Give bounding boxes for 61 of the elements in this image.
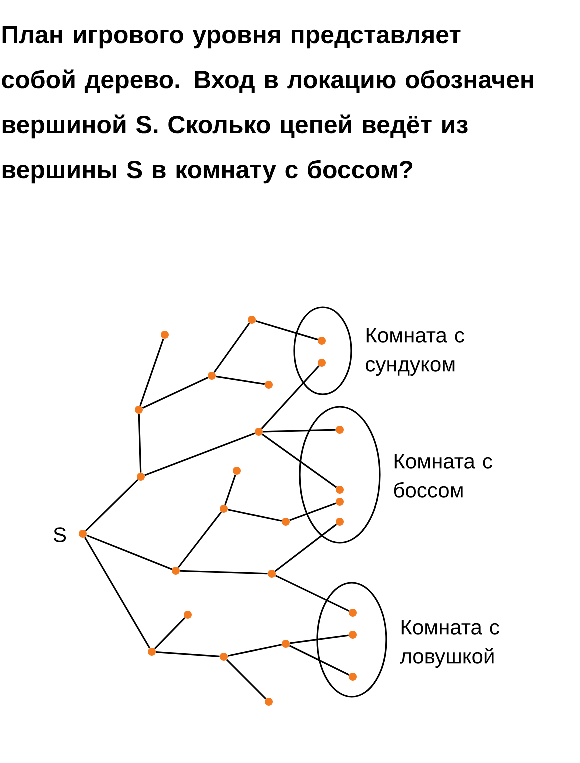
edge-line [216,376,265,386]
vertex-dot [248,316,256,324]
vertex-dot [336,486,344,494]
vertex-dot [137,473,145,481]
vertex-dot [265,698,273,706]
vertex-dot [233,467,241,475]
edge-line [263,429,336,433]
room-ellipse [294,306,352,396]
vertex-dot [161,331,169,339]
vertex-dot [336,498,344,506]
edge-line [275,575,350,612]
vertex-dot [336,426,344,434]
vertex-dot [268,570,276,578]
vertex-dot [220,653,228,661]
edge-line [138,414,142,473]
edge-line [178,512,222,568]
room-label: Комната с сундуком [366,328,464,376]
edge-line [85,479,139,532]
edge-line [274,524,338,572]
edge-line [289,645,350,676]
edge-line [224,474,236,506]
edge-line [228,644,282,657]
vertex-dot [318,359,326,367]
vertex-dot [208,372,216,380]
vertex-dot [318,337,326,345]
edge-line [256,320,318,341]
vertex-dot [255,428,263,436]
edge-line [290,502,336,522]
vertex-dot [184,611,192,619]
edge-line [228,509,282,522]
edge-line [140,338,164,406]
question-text: План игрового уровня представляет собой дерево. Вход в локацию обозначен вершиной S. Сколько цепей ведёт из вершины S в комнату с боссом? [2,26,534,184]
vertex-dot [349,631,357,639]
room-label: Комната с боссом [394,454,492,498]
vertex-dot [282,518,290,526]
vertex-dot [148,648,156,656]
vertex-dot [282,640,290,648]
edge-line [154,617,186,650]
edge-line [144,432,256,476]
vertex-dot [349,609,357,617]
vertex-dot [220,505,228,513]
edge-line [261,366,320,430]
edge-line [226,659,267,700]
room-ellipse [299,406,381,544]
vertex-dot [79,530,87,538]
edge-line [262,434,338,488]
vertex-label: S [54,528,66,542]
edge-line [142,377,209,409]
edge-line [180,570,268,575]
vertex-dot [336,518,344,526]
edge-line [86,534,172,570]
room-ellipse [316,582,388,698]
vertex-dot [172,567,180,575]
vertex-dot [135,406,143,414]
room-label: Комната с ловушкой [400,620,500,668]
edge-line [156,652,220,658]
edge-line [214,322,250,374]
edge-line [84,537,151,649]
vertex-dot [349,673,357,681]
vertex-dot [265,381,273,389]
edge-line [290,634,349,644]
